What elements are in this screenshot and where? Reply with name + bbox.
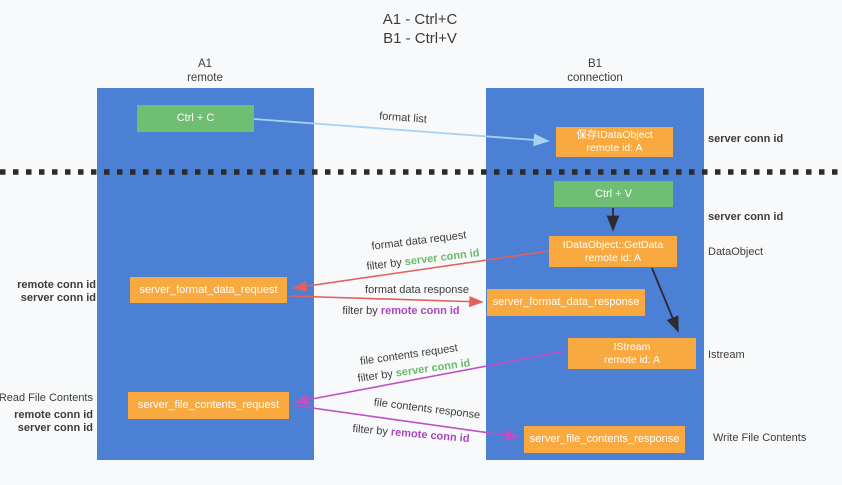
istream-line1: IStream [613,340,651,353]
save-dataobject-line1: 保存IDataObject [576,129,653,141]
server-format-data-response-box: server_format_data_response [487,289,645,316]
getdata-to-istream-arrow [651,267,679,333]
lane-b1-subtitle: connection [567,72,623,84]
filter-by-text: filter by [342,305,378,317]
ctrl-v-box: Ctrl + V [554,181,673,207]
server-file-contents-request-box: server_file_contents_request [128,392,289,419]
remote-conn-id-text: remote conn id [380,305,460,317]
server-conn-id-right-mid: server conn id [708,211,784,223]
getdata-line2: remote id: A [584,251,642,264]
server-conn-id-right-top: server conn id [708,133,784,145]
server-format-data-response-label: server_format_data_response [492,296,640,308]
title-line-1: A1 - Ctrl+C [382,11,458,28]
lane-header-a1: A1 remote [145,57,265,85]
remote-conn-id-left-mid: remote conn id [17,279,96,291]
format-list-arrow [253,118,550,147]
format-data-response-label: format data response [365,284,469,296]
lane-a1-subtitle: remote [187,72,223,84]
file-contents-response-arrow [290,404,520,441]
format-data-request-arrow [292,250,550,292]
write-file-contents-label: Write File Contents [713,432,807,444]
getdata-line1: IDataObject::GetData [562,238,664,251]
getdata-box: IDataObject::GetData remote id: A [549,236,677,267]
server-file-contents-request-label: server_file_contents_request [137,399,280,411]
read-file-contents-label: Read File Contents [0,392,93,404]
istream-line2: remote id: A [603,353,661,366]
save-dataobject-box: 保存IDataObject remote id: A [556,127,673,157]
lane-header-b1: B1 connection [535,57,655,85]
format-data-response-arrow [288,295,484,308]
diagram-title: A1 - Ctrl+C B1 - Ctrl+V [320,10,520,48]
server-file-contents-response-label: server_file_contents_response [529,433,680,445]
ctrl-v-label: Ctrl + V [595,187,632,200]
ctrl-c-label: Ctrl + C [176,112,215,124]
server-format-data-request-box: server_format_data_request [130,277,287,303]
server-conn-id-left-mid: server conn id [20,292,96,304]
lane-b1-title: B1 [587,58,603,70]
file-contents-request-arrow [294,350,567,406]
istream-side-label: Istream [708,349,745,361]
dataobject-label: DataObject [708,246,764,258]
save-dataobject-line2: remote id: A [586,142,643,154]
server-format-data-request-label: server_format_data_request [139,283,278,296]
ctrl-c-box: Ctrl + C [137,105,254,132]
server-conn-id-left-bottom: server conn id [17,422,93,434]
lane-a1-title: A1 [197,58,213,70]
remote-conn-id-left-bottom: remote conn id [14,409,93,421]
title-line-2: B1 - Ctrl+V [383,30,457,47]
server-file-contents-response-box: server_file_contents_response [524,426,685,453]
istream-box: IStream remote id: A [568,338,696,369]
